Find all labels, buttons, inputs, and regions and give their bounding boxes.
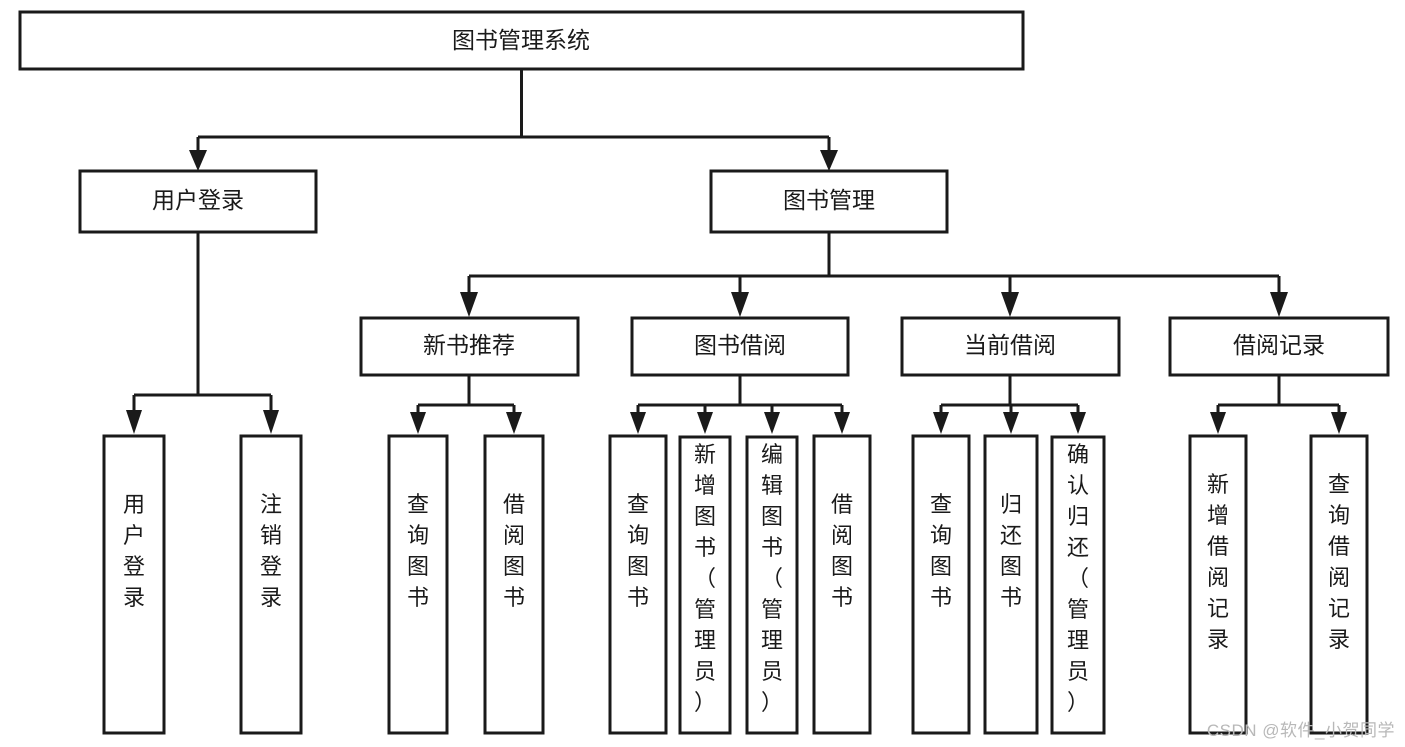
arrowhead-book-borrow xyxy=(731,292,749,317)
node-leaf-borrow-book-bb-box[interactable] xyxy=(812,434,872,735)
node-leaf-return-book[interactable]: 归还图书 xyxy=(983,434,1039,735)
connectors-layer xyxy=(126,69,1347,434)
arrowhead-book-manage xyxy=(820,150,838,171)
arrowhead-leaf-query-book-cb xyxy=(933,412,949,434)
node-new-book-rec-label: 新书推荐 xyxy=(423,332,515,358)
node-leaf-user-logout-box[interactable] xyxy=(239,434,303,735)
node-leaf-confirm-return-label: 确认归还（管理员） xyxy=(1067,442,1089,715)
node-leaf-borrow-book-rec-box[interactable] xyxy=(483,434,545,735)
node-leaf-query-book-bb-label: 查询图书 xyxy=(627,492,649,610)
node-leaf-query-record-box[interactable] xyxy=(1309,434,1369,735)
node-leaf-query-record[interactable]: 查询借阅记录 xyxy=(1309,434,1369,735)
arrowhead-leaf-user-login xyxy=(126,410,142,434)
arrowhead-user-login xyxy=(189,150,207,171)
node-leaf-borrow-book-bb-label: 借阅图书 xyxy=(831,492,853,610)
node-user-login-label: 用户登录 xyxy=(152,187,244,213)
node-book-manage[interactable]: 图书管理 xyxy=(709,169,949,234)
arrowhead-borrow-record xyxy=(1270,292,1288,317)
node-leaf-query-book-rec-label: 查询图书 xyxy=(407,492,429,610)
node-current-borrow-box[interactable] xyxy=(900,316,1121,377)
node-leaf-query-book-bb-box[interactable] xyxy=(608,434,668,735)
node-leaf-add-book[interactable]: 新增图书（管理员） xyxy=(678,435,732,735)
arrowhead-leaf-borrow-book-bb xyxy=(834,412,850,434)
node-leaf-user-logout[interactable]: 注销登录 xyxy=(239,434,303,735)
arrowhead-leaf-edit-book xyxy=(764,412,780,434)
node-leaf-add-book-box[interactable] xyxy=(678,435,732,735)
node-leaf-query-book-cb-box[interactable] xyxy=(911,434,971,735)
node-new-book-rec[interactable]: 新书推荐 xyxy=(359,316,580,377)
node-book-borrow-label: 图书借阅 xyxy=(694,332,786,358)
node-leaf-user-logout-label: 注销登录 xyxy=(260,492,282,610)
arrowhead-leaf-add-record xyxy=(1210,412,1226,434)
node-user-login[interactable]: 用户登录 xyxy=(78,169,318,234)
node-leaf-user-login-box[interactable] xyxy=(102,434,166,735)
arrowhead-new-book-rec xyxy=(460,292,478,317)
node-leaf-query-book-bb[interactable]: 查询图书 xyxy=(608,434,668,735)
arrowhead-leaf-add-book xyxy=(697,412,713,434)
node-leaf-add-record-box[interactable] xyxy=(1188,434,1248,735)
node-root[interactable]: 图书管理系统 xyxy=(18,10,1025,71)
arrowhead-leaf-query-book-bb xyxy=(630,412,646,434)
node-leaf-add-book-label: 新增图书（管理员） xyxy=(694,442,716,715)
node-new-book-rec-box[interactable] xyxy=(359,316,580,377)
node-leaf-add-record[interactable]: 新增借阅记录 xyxy=(1188,434,1248,735)
node-current-borrow-label: 当前借阅 xyxy=(964,332,1056,358)
node-leaf-query-book-rec-box[interactable] xyxy=(387,434,449,735)
node-leaf-borrow-book-rec[interactable]: 借阅图书 xyxy=(483,434,545,735)
node-leaf-edit-book[interactable]: 编辑图书（管理员） xyxy=(745,435,799,735)
node-book-manage-label: 图书管理 xyxy=(783,187,875,213)
node-leaf-query-record-label: 查询借阅记录 xyxy=(1328,472,1350,652)
arrowhead-leaf-user-logout xyxy=(263,410,279,434)
node-leaf-user-login[interactable]: 用户登录 xyxy=(102,434,166,735)
node-leaf-borrow-book-rec-label: 借阅图书 xyxy=(503,492,525,610)
node-user-login-box[interactable] xyxy=(78,169,318,234)
node-root-box[interactable] xyxy=(18,10,1025,71)
node-leaf-borrow-book-bb[interactable]: 借阅图书 xyxy=(812,434,872,735)
arrowhead-current-borrow xyxy=(1001,292,1019,317)
node-leaf-query-book-cb[interactable]: 查询图书 xyxy=(911,434,971,735)
node-leaf-return-book-box[interactable] xyxy=(983,434,1039,735)
node-leaf-query-book-rec[interactable]: 查询图书 xyxy=(387,434,449,735)
node-leaf-edit-book-label: 编辑图书（管理员） xyxy=(761,442,783,715)
node-book-borrow[interactable]: 图书借阅 xyxy=(630,316,850,377)
node-root-label: 图书管理系统 xyxy=(452,27,590,53)
csdn-watermark: CSDN @软件_小贺同学 xyxy=(1206,721,1395,740)
node-leaf-return-book-label: 归还图书 xyxy=(1000,492,1022,610)
arrowhead-leaf-query-record xyxy=(1331,412,1347,434)
node-leaf-query-book-cb-label: 查询图书 xyxy=(930,492,952,610)
arrowhead-leaf-query-book-rec xyxy=(410,412,426,434)
node-current-borrow[interactable]: 当前借阅 xyxy=(900,316,1121,377)
arrowhead-leaf-confirm-return xyxy=(1070,412,1086,434)
node-book-manage-box[interactable] xyxy=(709,169,949,234)
node-leaf-confirm-return-box[interactable] xyxy=(1050,435,1106,735)
arrowhead-leaf-return-book xyxy=(1003,412,1019,434)
node-borrow-record-label: 借阅记录 xyxy=(1233,332,1325,358)
arrowhead-leaf-borrow-book-rec xyxy=(506,412,522,434)
node-leaf-user-login-label: 用户登录 xyxy=(123,492,145,610)
node-leaf-edit-book-box[interactable] xyxy=(745,435,799,735)
node-borrow-record-box[interactable] xyxy=(1168,316,1390,377)
node-book-borrow-box[interactable] xyxy=(630,316,850,377)
node-borrow-record[interactable]: 借阅记录 xyxy=(1168,316,1390,377)
node-leaf-add-record-label: 新增借阅记录 xyxy=(1207,472,1229,652)
node-leaf-confirm-return[interactable]: 确认归还（管理员） xyxy=(1050,435,1106,735)
